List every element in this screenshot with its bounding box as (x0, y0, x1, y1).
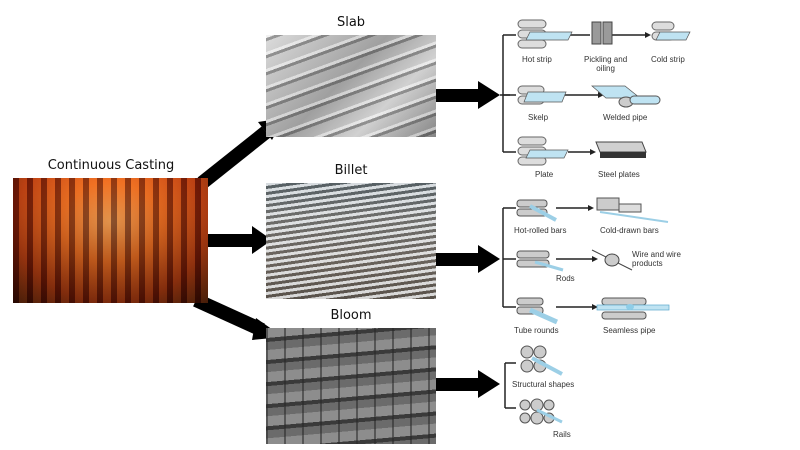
product-label-welded-pipe: Welded pipe (603, 113, 648, 122)
tube-rounds-mill-icon (516, 297, 559, 325)
product-label-rods: Rods (556, 274, 575, 283)
product-label-steel-plates: Steel plates (598, 170, 640, 179)
structural-shapes-mill-icon (520, 345, 563, 376)
bloom-photo (266, 328, 436, 444)
skelp-mill-icon (517, 85, 567, 105)
hot-rolled-bars-mill-icon (516, 199, 557, 222)
slab-photo (266, 35, 436, 137)
product-label-cold-drawn-bars: Cold-drawn bars (600, 226, 659, 235)
slab-bracket (500, 34, 645, 153)
product-label-rails: Rails (553, 430, 571, 439)
arrow-casting-to-billet (200, 226, 272, 254)
arrow-billet-to-products (428, 245, 500, 273)
cold-strip-mill-icon (651, 21, 691, 41)
continuous-casting-label: Continuous Casting (47, 158, 175, 173)
arrow-bloom-to-products (428, 370, 500, 398)
product-label-hot-strip: Hot strip (522, 55, 552, 64)
product-label-seamless-pipe: Seamless pipe (603, 326, 656, 335)
plate-mill-icon (517, 136, 569, 166)
seamless-pipe-icon (596, 297, 670, 320)
bloom-bracket (504, 362, 516, 409)
arrow-slab-to-products (428, 81, 500, 109)
billet-label: Billet (334, 163, 368, 178)
pickling-tank-icon (591, 21, 613, 45)
welded-pipe-icon (591, 85, 661, 108)
product-label-cold-strip: Cold strip (651, 55, 685, 64)
product-label-wire-products: Wire and wire products (632, 250, 681, 268)
product-label-plate: Plate (535, 170, 554, 179)
product-label-tube-rounds: Tube rounds (514, 326, 559, 335)
continuous-casting-photo (13, 178, 208, 303)
hot-strip-mill-icon (517, 19, 573, 49)
product-label-hot-rolled-bars: Hot-rolled bars (514, 226, 567, 235)
product-label-structural-shapes: Structural shapes (512, 380, 575, 389)
wire-drawing-icon (591, 249, 633, 271)
product-arrowheads (588, 32, 651, 310)
rails-mill-icon (519, 398, 563, 425)
rods-mill-icon (516, 250, 564, 272)
slab-label: Slab (336, 15, 366, 30)
billet-bracket (502, 207, 592, 308)
product-label-pickling-oiling: Pickling and oiling (584, 55, 628, 73)
steel-plates-icon (595, 141, 647, 158)
product-label-skelp: Skelp (528, 113, 549, 122)
billet-photo (266, 183, 436, 299)
bloom-label: Bloom (330, 308, 372, 323)
cold-drawn-bars-icon (596, 197, 669, 223)
